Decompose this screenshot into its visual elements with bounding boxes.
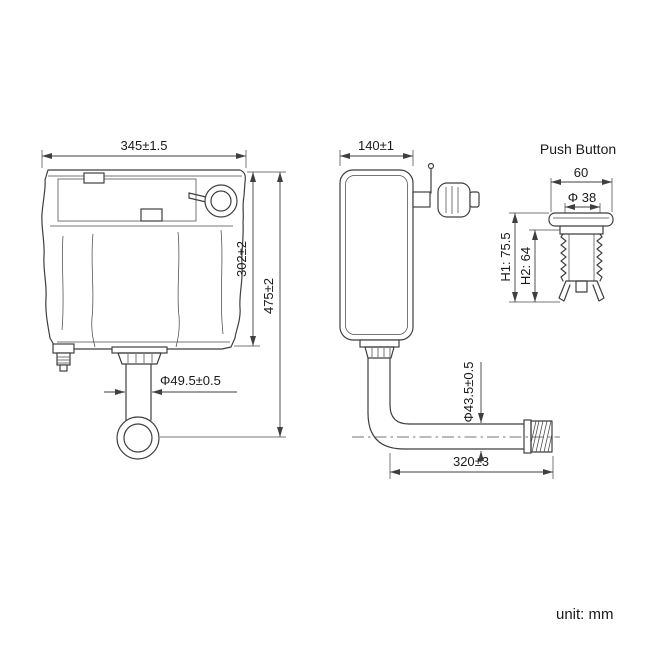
dim-pipe-diameter: Φ43.5±0.5	[461, 362, 484, 463]
button-cap	[548, 212, 614, 227]
dim-tank-height: 302±2	[234, 171, 286, 347]
inlet-valve-front	[188, 184, 238, 218]
dim-label-side-depth: 140±1	[358, 138, 394, 153]
dim-label-button-h1: H1: 75.5	[498, 232, 513, 281]
dim-label-button-width: 60	[574, 165, 588, 180]
thread-profile-left	[560, 233, 567, 282]
dim-label-outlet-diameter: Φ49.5±0.5	[160, 373, 221, 388]
thread-profile-right	[596, 233, 603, 282]
dim-side-depth: 140±1	[339, 138, 414, 166]
elbow-inner-curve	[389, 404, 410, 425]
tank-top-tab	[83, 172, 105, 184]
dim-label-total-height: 475±2	[261, 278, 276, 314]
unit-label: unit: mm	[556, 606, 614, 623]
side-view: 140±1 Φ43.5±0.5 320±3	[339, 138, 560, 479]
dim-label-pipe-diameter: Φ43.5±0.5	[461, 362, 476, 423]
push-button-cross-section	[548, 212, 614, 302]
dim-label-front-width: 345±1.5	[121, 138, 168, 153]
front-view: 345±1.5 302±2 475±2 Φ49.5±0.5	[41, 138, 286, 460]
cistern-front-outline	[41, 169, 246, 350]
inlet-valve-outer-ring	[204, 184, 238, 218]
drain-valve-front	[52, 343, 75, 372]
cistern-side-outline	[339, 169, 414, 341]
retainer-clip-left	[558, 280, 571, 302]
dim-total-height: 475±2	[160, 172, 286, 438]
dim-label-pipe-length: 320±3	[453, 454, 489, 469]
dim-label-button-diameter: Φ 38	[568, 190, 596, 205]
inlet-valve-inner-ring	[210, 190, 232, 212]
outlet-assembly-front	[111, 346, 168, 460]
retainer-clip-right	[592, 280, 605, 302]
inlet-valve-side	[412, 162, 480, 218]
dim-button-diameter: Φ 38	[564, 190, 601, 213]
dim-button-h2: H2: 64	[518, 229, 560, 302]
elbow-outer-curve	[367, 412, 405, 450]
outlet-elbow-outer	[116, 416, 160, 460]
push-button-detail: Push Button 60 Φ 38	[498, 141, 616, 303]
dim-label-tank-height: 302±2	[234, 241, 249, 277]
dim-button-width: 60	[550, 165, 613, 212]
outlet-pipe-side	[352, 339, 560, 454]
dim-label-button-h2: H2: 64	[518, 247, 533, 285]
push-button-title: Push Button	[540, 141, 616, 157]
outlet-elbow-inner	[123, 423, 153, 453]
dim-outlet-diameter: Φ49.5±0.5	[104, 373, 237, 395]
tank-top-tab	[140, 208, 163, 222]
dim-front-width: 345±1.5	[41, 138, 247, 168]
threaded-pipe-end	[530, 420, 553, 453]
dim-button-h1: H1: 75.5	[498, 212, 560, 303]
dim-pipe-length: 320±3	[389, 453, 554, 479]
inlet-valve-knob	[437, 182, 471, 218]
